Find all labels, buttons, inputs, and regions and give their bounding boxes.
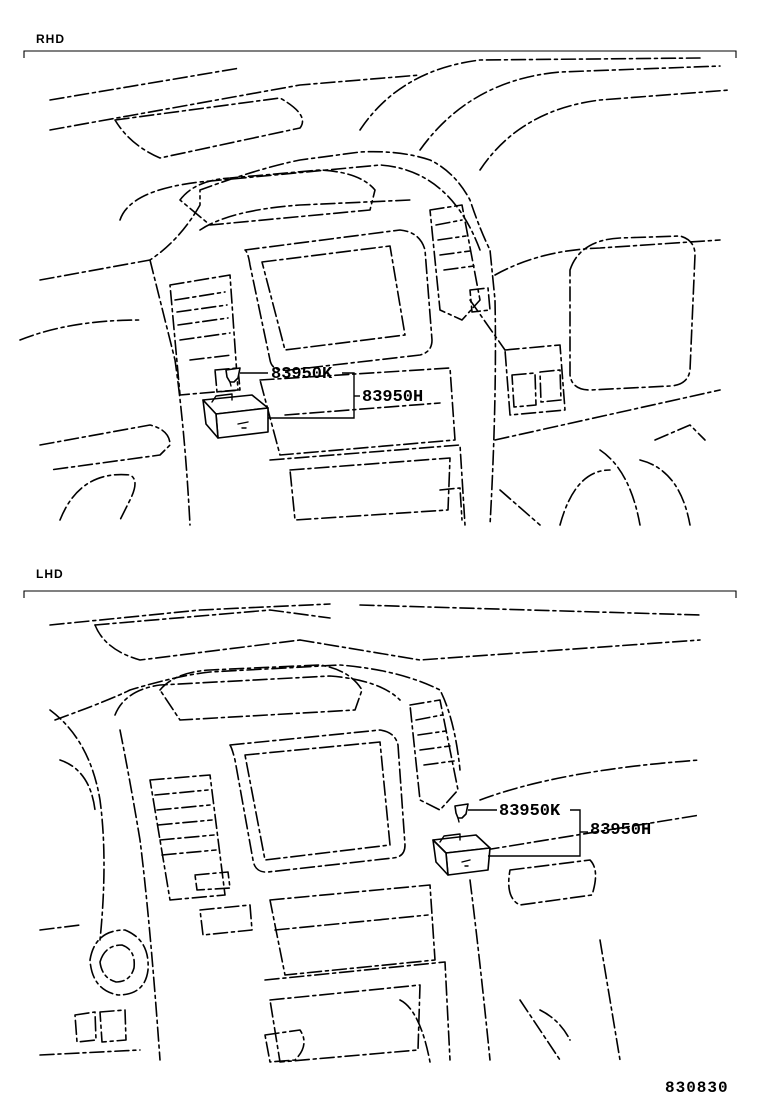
rhd-label: RHD	[36, 32, 65, 46]
rhd-switch-part	[202, 393, 269, 439]
lhd-leader-83950h-bracket	[488, 809, 581, 857]
rhd-section: RHD	[19, 32, 737, 526]
lhd-dashboard-drawing	[39, 603, 701, 1063]
rhd-clip-part	[225, 367, 241, 387]
diagram-code: 830830	[665, 1079, 729, 1097]
rhd-part-83950k-label: 83950K	[271, 365, 333, 384]
lhd-part-83950k-label: 83950K	[499, 802, 561, 821]
lhd-section: LHD	[23, 567, 737, 1063]
lhd-clip-part	[454, 803, 469, 823]
rhd-frame-bracket	[23, 50, 737, 58]
lhd-frame-bracket	[23, 590, 737, 598]
lhd-label: LHD	[36, 567, 64, 581]
rhd-part-83950h-label: 83950H	[362, 388, 423, 407]
lhd-part-83950h-label: 83950H	[590, 821, 651, 840]
rhd-dashboard-drawing	[19, 57, 731, 526]
lhd-switch-part	[432, 833, 491, 876]
